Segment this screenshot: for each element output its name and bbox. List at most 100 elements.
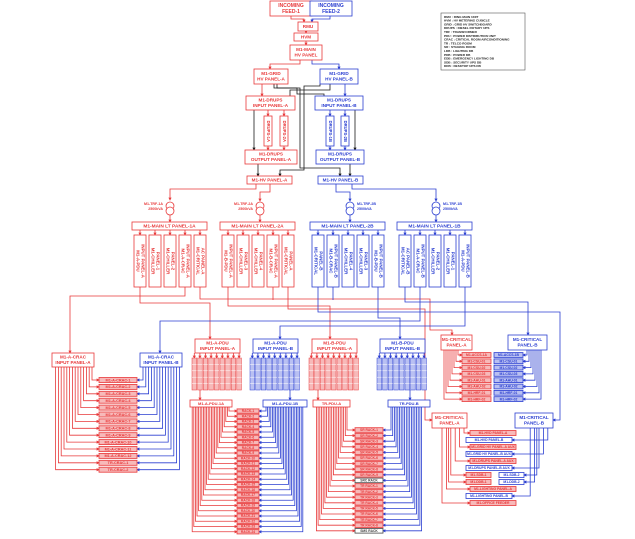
critical-ac-load-b[interactable]: M1-CSU-02 — [493, 364, 524, 371]
critical-ac-load-b[interactable]: M1-CSU-01 — [493, 358, 524, 365]
critical-ac-load-a[interactable]: M1-HRF-01 — [461, 389, 492, 396]
drups-unit-1b[interactable]: DRUPS-1B — [325, 115, 335, 147]
crac-unit[interactable]: TR-CRAC-2 — [98, 466, 138, 473]
crac-unit[interactable]: M1-A-CRAC-6 — [98, 411, 138, 418]
rack[interactable]: TR RACK-5 — [354, 505, 384, 512]
pdu-1[interactable]: M1-A-PDU-1A — [189, 399, 233, 408]
critical-ac-load-b[interactable]: M1-HRF-01 — [493, 389, 524, 396]
rack[interactable]: TR RACK-2 — [354, 488, 384, 495]
critical-load[interactable]: M1-SDB-1 — [465, 472, 492, 478]
main-lt-panel-4[interactable]: M1-MAIN LT PANEL-1B — [396, 221, 473, 231]
crac-unit[interactable]: M1-A-CRAC-8 — [98, 425, 138, 432]
rack[interactable]: RACK-19 — [236, 502, 260, 509]
rack[interactable]: TR RACK-4 — [354, 500, 384, 506]
critical-ac-load-a[interactable]: M1-HRF-02 — [461, 396, 492, 402]
pdu-4[interactable]: TR-PDU-B — [387, 399, 431, 408]
crac-unit[interactable]: M1-A-CRAC-9 — [98, 432, 138, 439]
drups-unit-2b[interactable]: DRUPS-2B — [340, 115, 350, 147]
crac-unit[interactable]: M1-A-CRAC-4 — [98, 397, 138, 404]
crac-unit[interactable]: M1-A-CRAC-11 — [98, 446, 138, 452]
rack[interactable]: RACK-22 — [236, 518, 260, 524]
rack[interactable]: SRC RACK — [354, 477, 384, 484]
rack[interactable]: RACK-13 — [236, 471, 260, 477]
critical-ac-load-a[interactable]: M1-CSU-02 — [461, 364, 492, 371]
hv-panel-b[interactable]: M1-HV PANEL-B — [317, 175, 364, 185]
rack[interactable]: TR RACK-8 — [354, 522, 384, 528]
rack[interactable]: RACK-10 — [236, 455, 260, 461]
rack[interactable]: RACK-2 — [236, 413, 260, 419]
critical-ac-load-b[interactable]: M1-AHU-01 — [493, 377, 524, 383]
rack[interactable]: SR RACK-9 — [354, 472, 384, 478]
rack[interactable]: SR RACK-1 — [354, 427, 384, 433]
rack[interactable]: TR RACK-1 — [354, 483, 384, 489]
critical-ac-load-b[interactable]: M1-ACCS-1B — [493, 352, 524, 358]
critical-ac-load-a[interactable]: M1-CSU-03 — [461, 371, 492, 377]
crac-unit[interactable]: M1-A-CRAC-7 — [98, 418, 138, 425]
rack[interactable]: SR RACK-6 — [354, 455, 384, 461]
critical-ac-load-b[interactable]: M1-AHU-02 — [493, 383, 524, 390]
crac-unit[interactable]: TR-CRAC-1 — [98, 459, 138, 466]
rack[interactable]: SR RACK-7 — [354, 460, 384, 467]
rack[interactable]: SMS RACK — [354, 528, 384, 534]
rack[interactable]: RACK-8 — [236, 445, 260, 451]
rack[interactable]: RACK-11 — [236, 460, 260, 467]
rack[interactable]: SR RACK-5 — [354, 449, 384, 456]
rack[interactable]: SR RACK-2 — [354, 432, 384, 439]
drups-unit-2a[interactable]: DRUPS-2A — [279, 115, 289, 147]
pdu-3[interactable]: TR-PDU-A — [312, 399, 351, 408]
critical-load[interactable]: M1-HVD PANEL-A — [469, 430, 517, 436]
rack[interactable]: TR RACK-3 — [354, 494, 384, 500]
pdu-2[interactable]: M1-A-PDU-1B — [262, 399, 308, 408]
rack[interactable]: RACK-9 — [236, 450, 260, 456]
crac-unit[interactable]: M1-A-CRAC-5 — [98, 404, 138, 411]
critical-ac-load-a[interactable]: M1-AHU-01 — [461, 377, 492, 383]
crac-unit[interactable]: M1-A-CRAC-1 — [98, 377, 138, 383]
rack[interactable]: RACK-17 — [236, 492, 260, 498]
rack[interactable]: RACK-6 — [236, 434, 260, 440]
rack[interactable]: RACK-21 — [236, 513, 260, 519]
critical-ac-load-a[interactable]: M1-CSU-01 — [461, 358, 492, 365]
critical-load[interactable]: M1-LIGHTING PANEL-B — [465, 493, 513, 499]
rack[interactable]: RACK-7 — [236, 439, 260, 446]
critical-ac-load-a[interactable]: M1-AHU-02 — [461, 383, 492, 390]
rack[interactable]: RACK-12 — [236, 466, 260, 472]
critical-ac-load-a[interactable]: M1-ACCS-1A — [461, 352, 492, 358]
critical-ac-load-b[interactable]: M1-HRF-02 — [493, 396, 524, 402]
rack[interactable]: RACK-24 — [236, 529, 260, 535]
rack[interactable]: SR RACK-3 — [354, 438, 384, 444]
crac-unit[interactable]: M1-A-CRAC-3 — [98, 390, 138, 397]
rack[interactable]: TR RACK-6 — [354, 511, 384, 517]
